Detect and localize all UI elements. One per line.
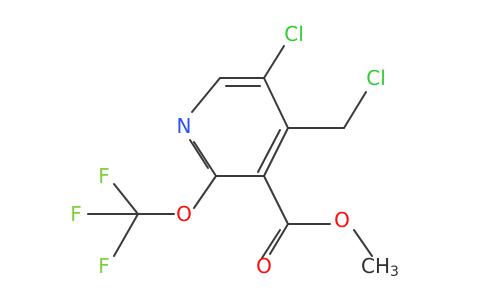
bond-cf3-f-bottom (113, 213, 139, 257)
bond-c5-c4 (263, 77, 289, 129)
atom-f-top: F (98, 164, 110, 188)
bond-c2-n (193, 141, 217, 177)
atom-o-ester: O (334, 208, 350, 232)
bond-ester-carbonyl (269, 223, 289, 255)
atom-o-ether: O (176, 202, 192, 226)
bond-o-methyl (353, 229, 373, 257)
atom-f-left: F (70, 202, 82, 226)
bond-c5-cl (263, 45, 285, 79)
atom-methyl-sub: 3 (390, 264, 399, 280)
atom-o-carbonyl: O (256, 254, 272, 278)
bond-c4-c3 (263, 127, 289, 177)
bond-c3-ester (263, 175, 289, 225)
bond-n-c6 (191, 77, 221, 113)
atom-n-ring: N (177, 114, 192, 138)
bond-c2-n-double (189, 139, 209, 169)
atom-cl-methyl: Cl (366, 66, 386, 90)
atom-methyl: CH3 (361, 254, 399, 280)
atom-methyl-ch: CH (361, 254, 390, 278)
bond-ch2-cl (343, 91, 367, 129)
bond-c2-o (193, 175, 217, 209)
bond-ester-carbonyl-double (261, 229, 281, 259)
bond-cf3-f-top (113, 183, 139, 215)
atom-cl-ring: Cl (284, 22, 304, 46)
atom-f-bottom: F (98, 254, 110, 278)
bond-c4-c3-double (257, 129, 281, 173)
